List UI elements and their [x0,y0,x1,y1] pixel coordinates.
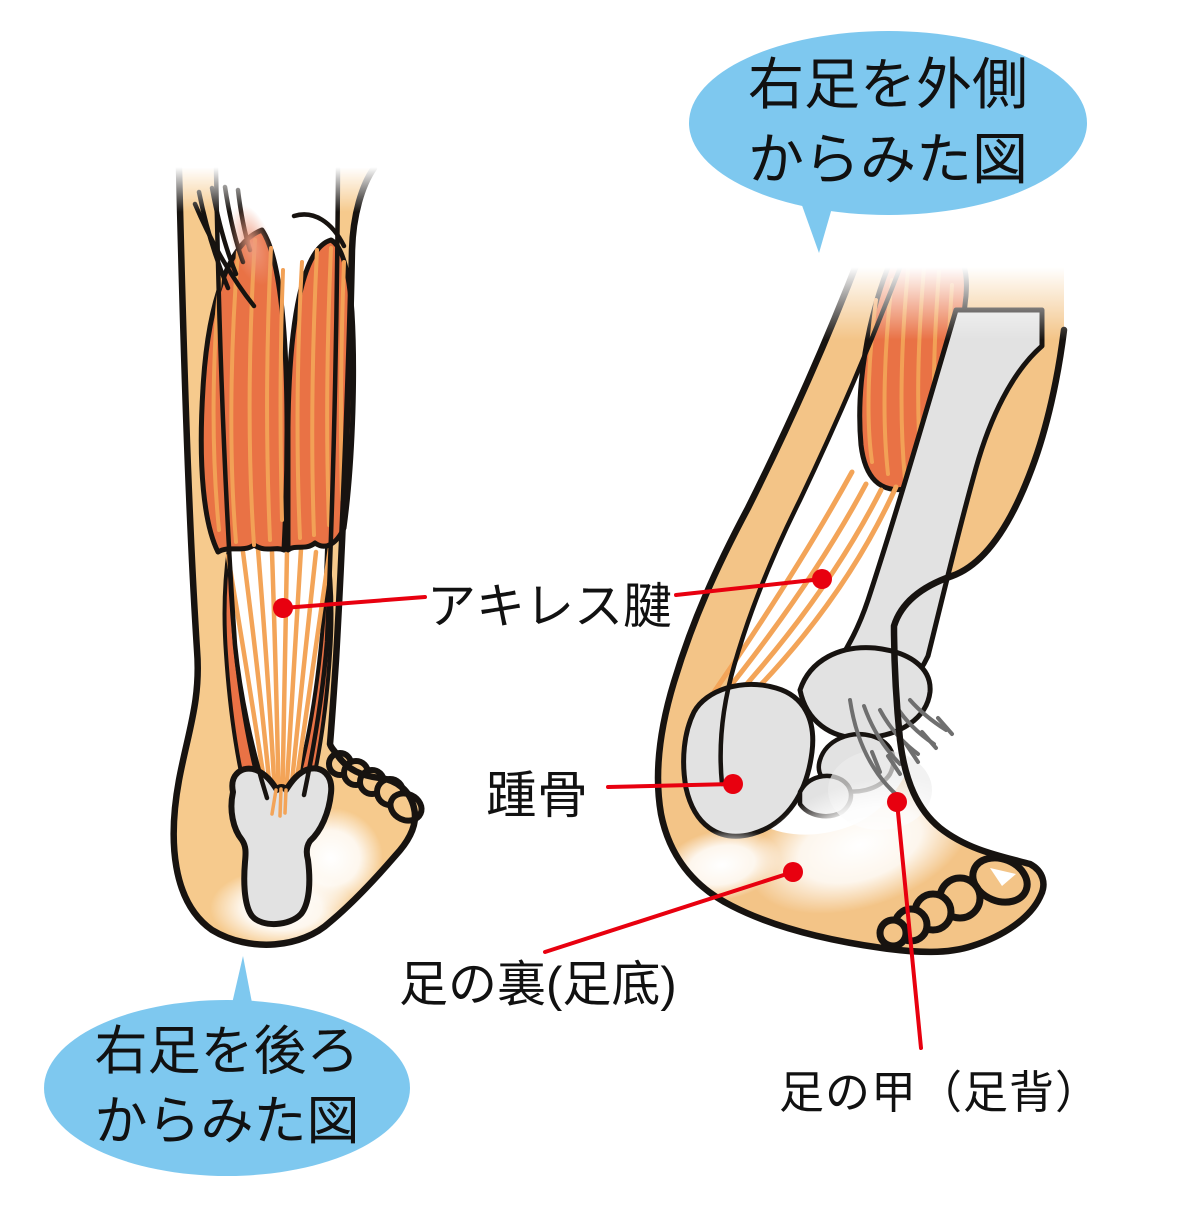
leader-achilles-right [674,577,824,597]
speech-bubble-back-view [44,956,410,1176]
leader-calcaneus [606,782,735,789]
label-achilles-tendon: アキレス腱 [427,580,673,634]
bubble-tail [231,956,253,1008]
back-view-illustration [150,148,430,948]
caption-line: からみた図 [94,1092,360,1151]
caption-line: 右足を後ろ [94,1022,360,1082]
leader-sole [543,870,795,954]
label-instep: 足の甲（足背） [779,1067,1102,1118]
dot-achilles-side [812,569,832,589]
dot-sole [783,862,803,882]
tendon-insertion-fibers [270,787,288,818]
leader-instep [895,800,923,1050]
leg-outline [170,164,419,948]
calcaneus-bone [681,682,816,839]
side-view-illustration [654,236,1100,956]
muscle-fiber-stripes [211,238,346,547]
caption-line: 右足を外側 [748,52,1028,116]
dot-achilles-back [273,598,293,618]
caption-line: からみた図 [748,128,1028,191]
marker-dots [273,569,907,882]
label-sole: 足の裏(足底) [399,958,677,1012]
dot-calcaneus [723,774,743,794]
caption-side-view: 右足を外側 からみた図 [688,34,1088,210]
caption-back-view: 右足を後ろ からみた図 [44,1002,410,1172]
speech-bubble-side-view [689,31,1087,253]
bubble-tail [799,197,834,253]
foot-outline [654,246,1068,956]
dot-instep [887,792,907,812]
leader-lines [281,577,923,1050]
label-calcaneus: 踵骨 [486,767,589,824]
leader-achilles-left [281,595,427,610]
